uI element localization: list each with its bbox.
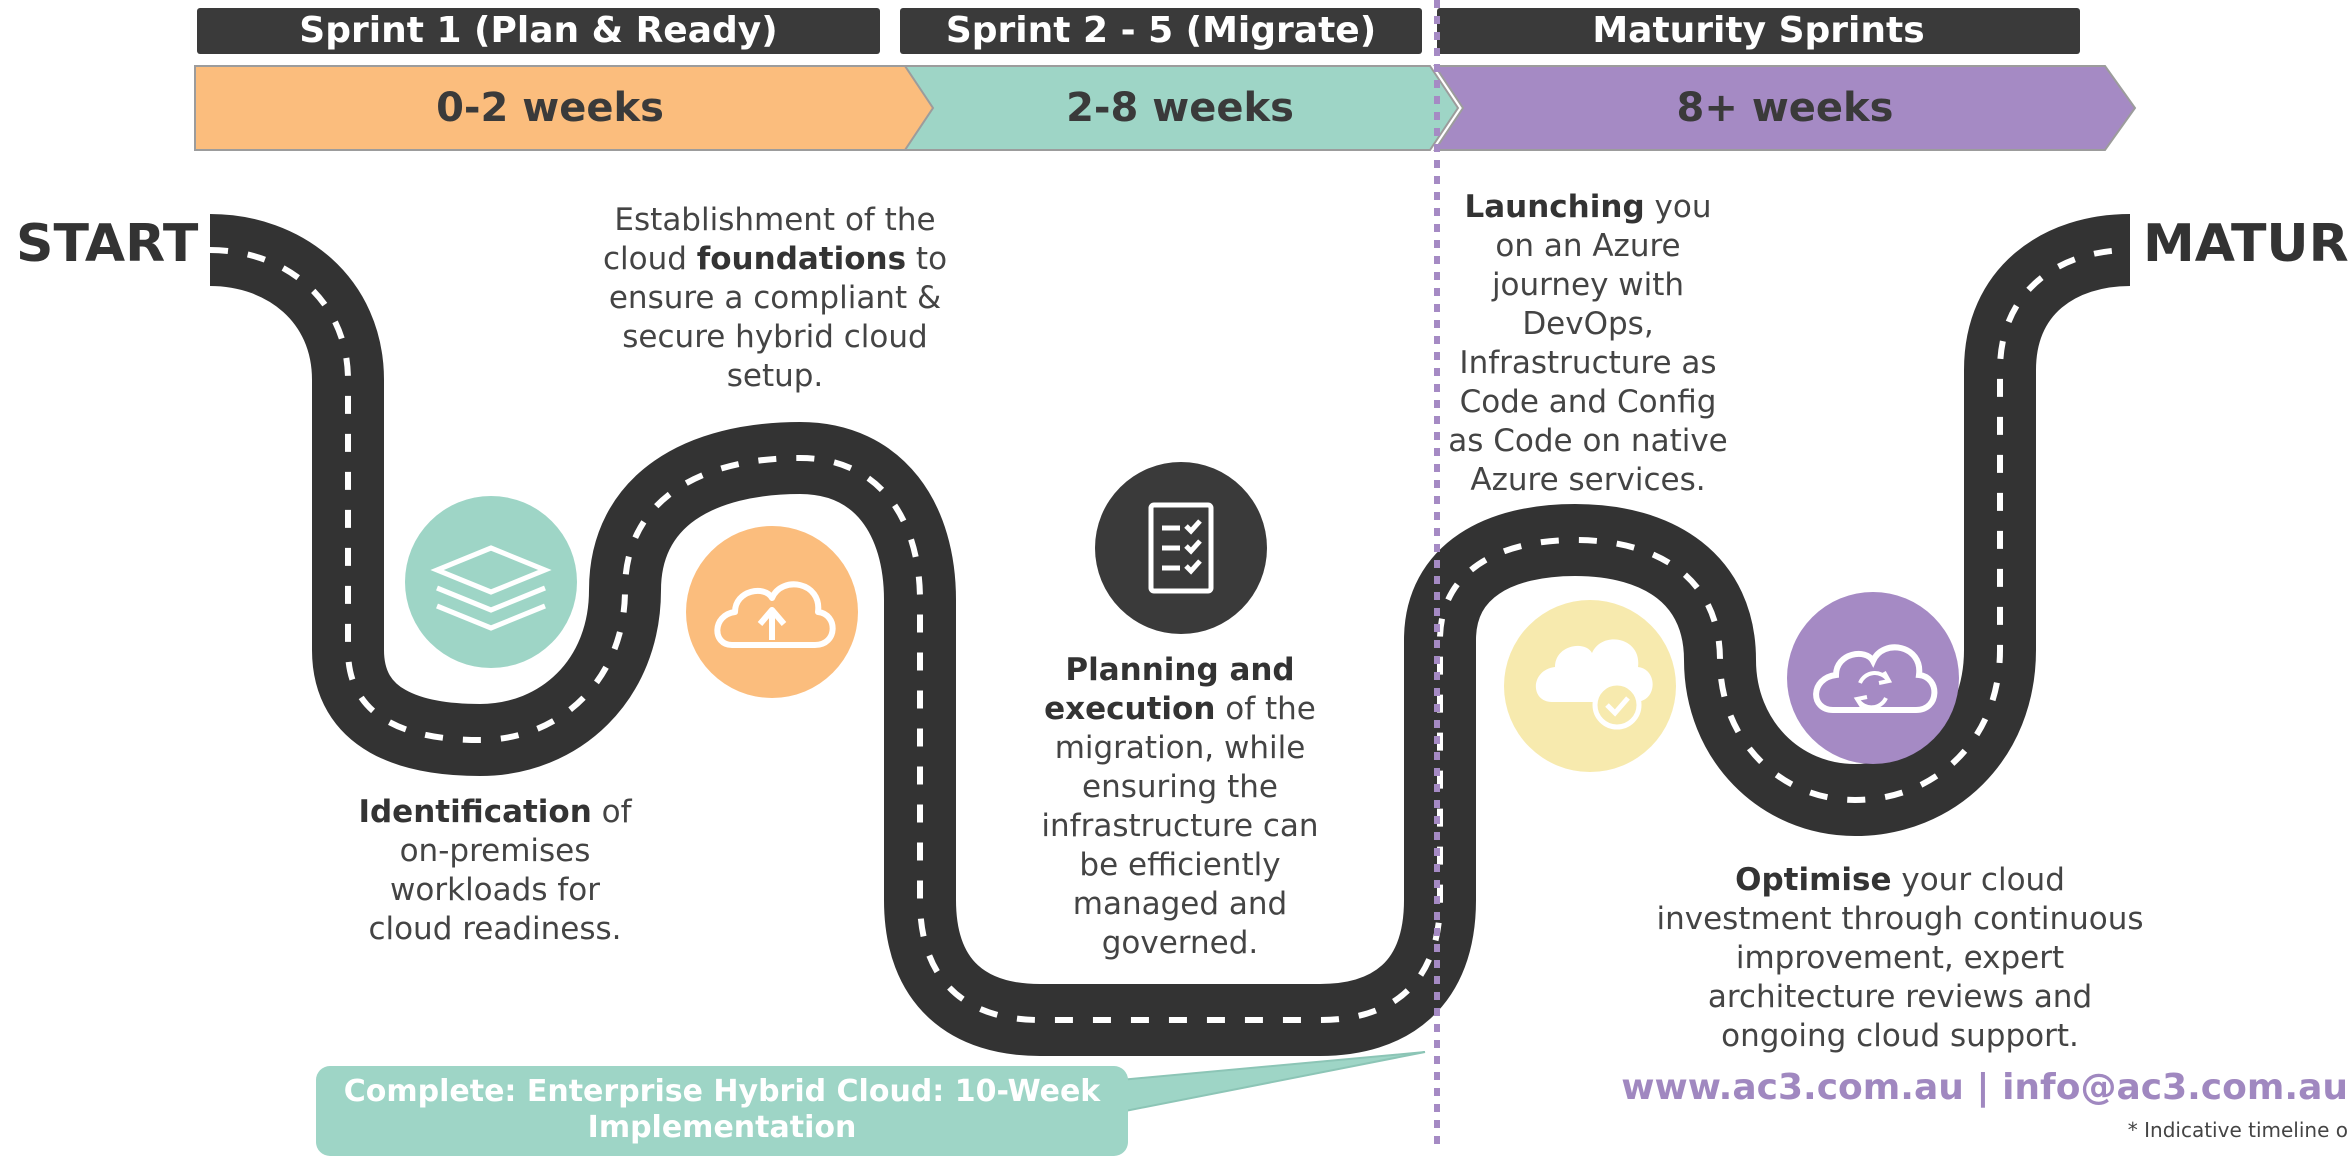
step-identification-text: Identification of on-premises workloads … [358,794,632,947]
chevron-sprint-2 [903,65,1460,151]
timeline-footnote: * Indicative timeline o [2127,1118,2348,1142]
sprint-2-duration: 2-8 weeks [1066,85,1294,131]
completion-callout: Complete: Enterprise Hybrid Cloud: 10-We… [316,1066,1128,1156]
chevron-maturity [1433,65,2137,151]
maturity-sprints-header: Maturity Sprints [1437,8,2080,54]
start-label: START [16,214,199,274]
road-center-dashes [209,247,2131,1023]
sprint-1-header: Sprint 1 (Plan & Ready) [197,8,880,54]
sprint-2-header: Sprint 2 - 5 (Migrate) [900,8,1422,54]
stack-layers-icon [430,545,552,631]
step-planning-text: Planning and execution of the migration,… [1041,652,1319,961]
checklist-icon [1148,502,1214,594]
step-optimise-text: Optimise your cloud investment through c… [1656,862,2144,1054]
maturity-duration: 8+ weeks [1676,85,1894,131]
cloud-sync-icon [1813,644,1938,713]
cloud-check-icon [1535,639,1653,730]
cloud-upload-icon [714,581,836,648]
step-foundations-text: Establishment of the cloud foundations t… [602,202,948,394]
contact-link[interactable]: www.ac3.com.au | info@ac3.com.au [1621,1067,2348,1108]
callout-pointer [1119,1051,1426,1114]
step-launching-text: Launching you on an Azure journey with D… [1448,189,1728,498]
sprint-1-duration: 0-2 weeks [436,85,664,131]
